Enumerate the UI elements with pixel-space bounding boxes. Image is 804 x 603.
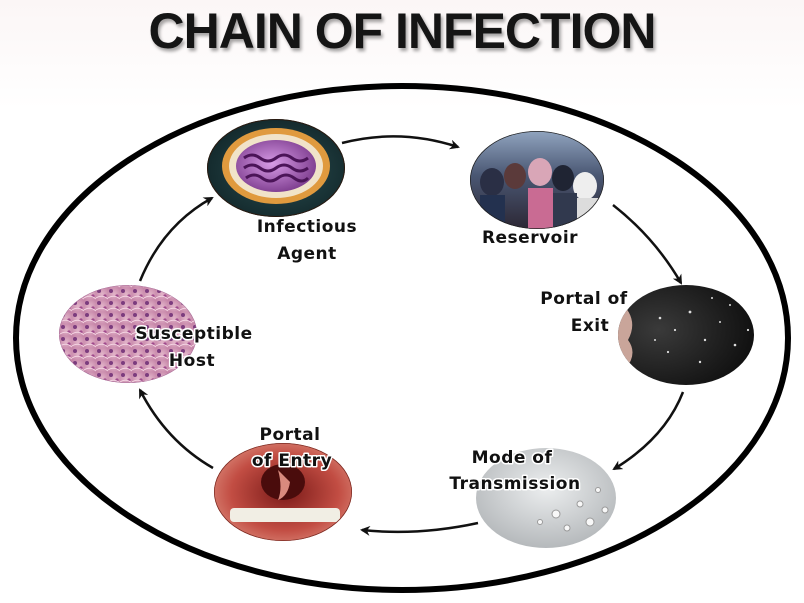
arrow-entry-to-host — [140, 390, 213, 468]
arrow-mode-to-entry — [362, 523, 478, 532]
mode-of-transmission-label-line1: Mode of — [472, 448, 553, 468]
arrow-host-to-agent — [140, 198, 212, 281]
susceptible-host-label-line2: Host — [169, 351, 215, 371]
portal-of-entry-label-line1: Portal — [260, 425, 321, 445]
portal-of-entry-label-line2: of Entry — [252, 451, 332, 471]
portal-of-exit-label-line1: Portal of — [540, 289, 628, 309]
reservoir-image — [465, 128, 610, 235]
arrow-exit-to-mode — [614, 392, 683, 469]
mode-of-transmission-label-line2: Transmission — [449, 474, 580, 494]
infectious-agent-label-line1: Infectious — [257, 217, 357, 237]
portal-of-exit-label-line2: Exit — [571, 316, 610, 336]
arrow-reservoir-to-exit — [613, 205, 681, 283]
reservoir-label: Reservoir — [482, 228, 578, 248]
infectious-agent-image — [200, 115, 360, 225]
infectious-agent-label-line2: Agent — [277, 244, 337, 264]
arrow-agent-to-reservoir — [342, 136, 458, 147]
portal-of-exit-image — [615, 282, 760, 388]
susceptible-host-label-line1: Susceptible — [135, 324, 252, 344]
